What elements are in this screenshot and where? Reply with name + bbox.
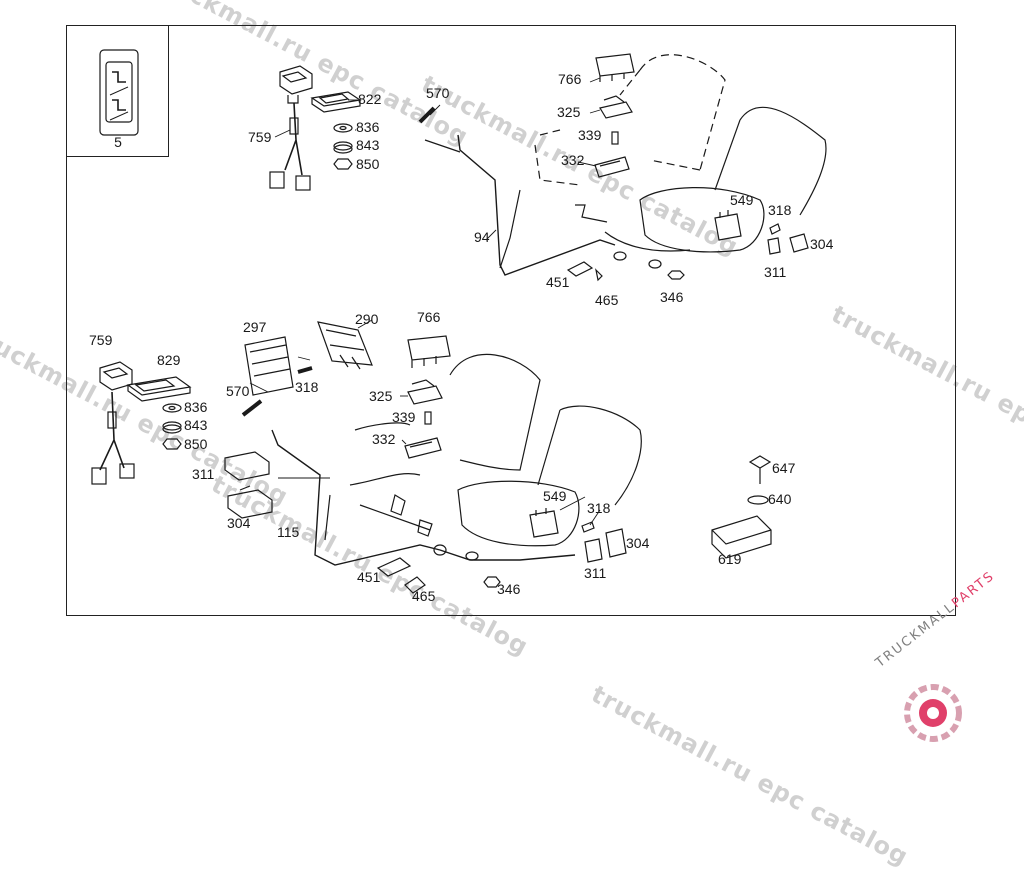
callout-label: 325 [557, 104, 581, 120]
callout-label: 346 [497, 581, 521, 597]
callout-label: 297 [243, 319, 267, 335]
callout-label: 311 [584, 565, 607, 581]
callout-label: 465 [595, 292, 619, 308]
gear-logo-icon [904, 684, 962, 742]
connector-549-lower [529, 508, 559, 538]
callout-label: 850 [356, 156, 380, 172]
callout-label: 115 [277, 524, 300, 540]
switch-332-upper [594, 156, 630, 178]
cover-304-upper [789, 233, 809, 253]
cover-304-lower-right [605, 528, 627, 558]
nut-346-lower [483, 576, 501, 588]
callout-label: 850 [184, 436, 208, 452]
housing-311-lower-right [584, 538, 603, 563]
callout-label: 759 [89, 332, 113, 348]
screw-647 [748, 455, 772, 484]
switch-icon [99, 49, 139, 136]
knob-325-upper [599, 95, 633, 119]
housing-311-lower [224, 451, 270, 481]
callout-label: 843 [184, 417, 208, 433]
callout-label: 822 [358, 91, 382, 107]
diagram-frame [66, 25, 956, 616]
callout-label: 640 [768, 491, 792, 507]
callout-label: 339 [392, 409, 416, 425]
callout-label: 843 [356, 137, 380, 153]
callout-label: 318 [587, 500, 611, 516]
switch-harness-lower [91, 361, 135, 485]
bulb-318-lower-a [297, 366, 313, 374]
bulb-339-upper [611, 131, 619, 145]
screw-465-upper [595, 268, 603, 282]
control-block-290 [317, 321, 373, 370]
truckmall-parts-logo: TRUCKMALLPARTS [855, 569, 1020, 747]
callout-label: 332 [372, 431, 396, 447]
screw-465-lower [404, 576, 426, 594]
inset-box [66, 25, 169, 157]
box-619 [711, 515, 772, 559]
callout-label: 325 [369, 388, 393, 404]
pin-upper [418, 106, 436, 124]
inset-label: 5 [114, 134, 122, 150]
switch-harness-upper [269, 65, 313, 191]
trim-plate-upper [310, 91, 362, 113]
clamp-451-upper [566, 261, 594, 277]
switch-332-lower [404, 437, 442, 459]
seat-upper [534, 54, 827, 253]
nut-346-upper [667, 270, 685, 280]
cover-304-lower [227, 485, 273, 519]
callout-label: 318 [295, 379, 319, 395]
callout-label: 465 [412, 588, 436, 604]
connector-549-upper [714, 210, 742, 241]
callout-label: 304 [810, 236, 834, 252]
bulb-318-upper [769, 223, 781, 235]
callout-label: 829 [157, 352, 181, 368]
cable-94 [457, 134, 616, 276]
callout-label: 570 [426, 85, 450, 101]
callout-label: 290 [355, 311, 379, 327]
callout-label: 766 [417, 309, 441, 325]
callout-label: 647 [772, 460, 796, 476]
switch-766-lower [407, 335, 451, 368]
callout-label: 619 [718, 551, 742, 567]
callout-label: 570 [226, 383, 250, 399]
clamp-451-lower [376, 557, 412, 577]
trim-plate-lower [126, 376, 192, 402]
callout-label: 339 [578, 127, 602, 143]
washer-set-lower [162, 403, 182, 450]
callout-label: 311 [192, 466, 215, 482]
callout-label: 759 [248, 129, 272, 145]
callout-label: 451 [546, 274, 570, 290]
bulb-318-lower [581, 521, 595, 533]
bulb-339-lower [424, 411, 432, 425]
callout-label: 311 [764, 264, 787, 280]
exploded-parts-drawing: 5 [91, 49, 827, 594]
cable-115 [271, 429, 576, 566]
callout-label: 549 [730, 192, 754, 208]
washer-set-upper [333, 123, 353, 170]
callout-label: 94 [474, 229, 490, 245]
module-297 [244, 336, 294, 396]
knob-325-lower [407, 379, 443, 405]
washer-640 [747, 495, 769, 505]
callout-label: 836 [356, 119, 380, 135]
callout-label: 318 [768, 202, 792, 218]
callout-label: 346 [660, 289, 684, 305]
callout-label: 304 [227, 515, 251, 531]
callout-label: 451 [357, 569, 381, 585]
seat-lower [354, 353, 642, 547]
switch-766-upper [595, 53, 635, 82]
callout-label: 332 [561, 152, 585, 168]
callout-label: 304 [626, 535, 650, 551]
housing-311-upper [767, 237, 781, 255]
callout-label: 766 [558, 71, 582, 87]
callout-label: 836 [184, 399, 208, 415]
callout-label: 549 [543, 488, 567, 504]
